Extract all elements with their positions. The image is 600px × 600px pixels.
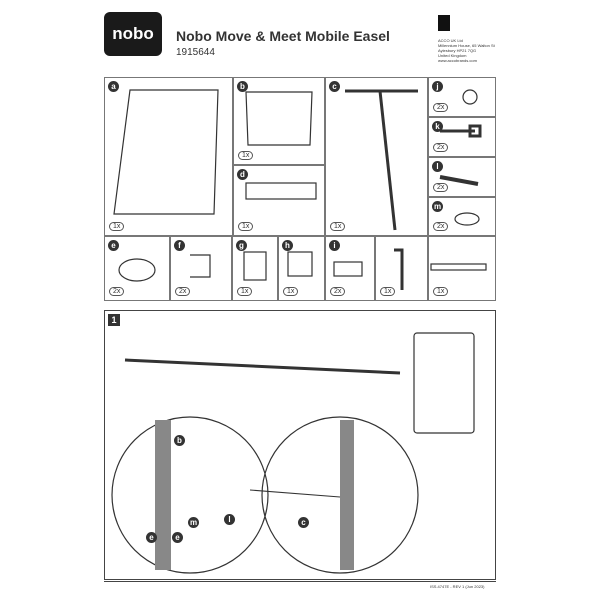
part-cell-c: c 1x bbox=[325, 77, 428, 236]
part-quantity: 2x bbox=[175, 287, 191, 296]
address-line: United Kingdom bbox=[438, 53, 467, 58]
part-quantity: 1x bbox=[330, 222, 346, 231]
part-label: e bbox=[108, 240, 119, 251]
disc-drawing bbox=[118, 258, 156, 282]
part-label: k bbox=[432, 121, 443, 132]
base-plate-drawing bbox=[245, 91, 313, 146]
part-cell-b: b 1x bbox=[233, 77, 325, 165]
part-label: a bbox=[108, 81, 119, 92]
callout-label: b bbox=[174, 435, 185, 446]
callout-label: c bbox=[298, 517, 309, 528]
step-number: 1 bbox=[108, 314, 120, 326]
company-address: ACCO UK Ltd Millennium House, 65 Walton … bbox=[438, 38, 495, 63]
backplate-drawing bbox=[413, 332, 475, 434]
washer-drawing bbox=[454, 212, 480, 226]
part-cell-allen: 1x bbox=[375, 236, 428, 301]
part-cell-j: j 2x bbox=[428, 77, 496, 117]
part-quantity: 2x bbox=[433, 183, 449, 192]
clip-drawing bbox=[190, 254, 211, 278]
callout-label: l bbox=[224, 514, 235, 525]
part-cell-a: a 1x bbox=[104, 77, 233, 236]
part-cell-e: e 2x bbox=[104, 236, 170, 301]
part-cell-d: d 1x bbox=[233, 165, 325, 236]
part-quantity: 1x bbox=[433, 287, 449, 296]
part-cell-i: i 2x bbox=[325, 236, 375, 301]
part-quantity: 1x bbox=[380, 287, 396, 296]
part-label: g bbox=[236, 240, 247, 251]
nut-drawing bbox=[462, 89, 478, 105]
part-cell-l: l 2x bbox=[428, 157, 496, 197]
bolt-drawing bbox=[440, 124, 482, 138]
marker-drawing bbox=[430, 263, 487, 271]
footer-revision: ISS.4747E - REV 1 (Jun 2023) bbox=[430, 584, 485, 589]
board-drawing bbox=[113, 89, 219, 215]
step-1-panel bbox=[104, 310, 496, 580]
part-label: j bbox=[432, 81, 443, 92]
part-cell-pen: 1x bbox=[428, 236, 496, 301]
divider bbox=[104, 581, 496, 582]
part-cell-m: m 2x bbox=[428, 197, 496, 236]
part-label: l bbox=[432, 161, 443, 172]
callout-label: e bbox=[172, 532, 183, 543]
part-quantity: 2x bbox=[433, 222, 449, 231]
part-quantity: 2x bbox=[433, 143, 449, 152]
part-label: h bbox=[282, 240, 293, 251]
part-cell-h: h 1x bbox=[278, 236, 325, 301]
address-line: www.accobrands.com bbox=[438, 58, 477, 63]
pole-drawing bbox=[124, 358, 401, 375]
part-label: b bbox=[237, 81, 248, 92]
part-cell-k: k 2x bbox=[428, 117, 496, 157]
page-title: Nobo Move & Meet Mobile Easel bbox=[176, 28, 390, 44]
part-quantity: 1x bbox=[238, 151, 254, 160]
address-line: Millennium House, 65 Walton St bbox=[438, 43, 495, 48]
part-quantity: 1x bbox=[238, 222, 254, 231]
product-code: 1915644 bbox=[176, 47, 215, 58]
address-line: ACCO UK Ltd bbox=[438, 38, 463, 43]
callout-label: m bbox=[188, 517, 199, 528]
part-cell-g: g 1x bbox=[232, 236, 278, 301]
detail-circle-left bbox=[111, 416, 269, 574]
part-quantity: 1x bbox=[283, 287, 299, 296]
part-quantity: 2x bbox=[433, 103, 449, 112]
acco-logo bbox=[438, 15, 450, 31]
part-label: i bbox=[329, 240, 340, 251]
part-cell-f: f 2x bbox=[170, 236, 232, 301]
part-label: f bbox=[174, 240, 185, 251]
part-label: d bbox=[237, 169, 248, 180]
address-line: Aylesbury HP21 7QG bbox=[438, 48, 477, 53]
part-label: m bbox=[432, 201, 443, 212]
nobo-logo: nobo bbox=[104, 12, 162, 56]
allen-key-drawing bbox=[394, 248, 404, 290]
callout-label: e bbox=[146, 532, 157, 543]
bracket-drawing bbox=[245, 182, 317, 200]
long-bolt-drawing bbox=[439, 175, 479, 186]
part-quantity: 1x bbox=[237, 287, 253, 296]
part-label: c bbox=[329, 81, 340, 92]
part-quantity: 2x bbox=[330, 287, 346, 296]
detail-circle-right bbox=[261, 416, 419, 574]
part-quantity: 1x bbox=[109, 222, 125, 231]
part-quantity: 2x bbox=[109, 287, 125, 296]
